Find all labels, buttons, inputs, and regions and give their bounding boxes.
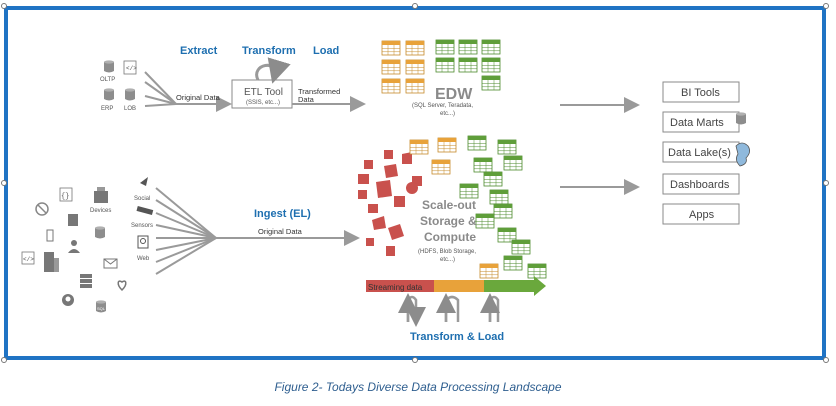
person-icon — [68, 240, 80, 253]
resize-handle-middle-left[interactable] — [1, 180, 7, 186]
source-label-web: Web — [137, 256, 150, 262]
scale-out-line-1: Scale-out — [422, 198, 476, 212]
output-bi-tools: BI Tools — [662, 81, 740, 103]
resize-handle-middle-right[interactable] — [823, 180, 829, 186]
output-label-data-lakes: Data Lake(s) — [668, 147, 731, 159]
diagram-canvas: Extract Transform Load OLTP </> ERP LOB … — [21, 39, 750, 343]
transformed-data-label-1: Transformed — [298, 87, 340, 96]
resize-handle-bottom-center[interactable] — [412, 357, 418, 363]
building-icon — [44, 252, 59, 272]
streaming-bar — [366, 276, 546, 296]
transform-label: Transform — [242, 45, 296, 57]
output-label-bi-tools: BI Tools — [681, 87, 720, 99]
server-icon — [80, 274, 92, 288]
source-label-oltp: OLTP — [100, 77, 115, 83]
raw-data-shapes — [358, 150, 422, 256]
etl-tool-label: ETL Tool — [244, 87, 283, 98]
data-marts-db-icon — [736, 112, 746, 125]
sql-icon: SQL — [96, 300, 106, 313]
etl-tool-sublabel: (SSIS, etc...) — [246, 100, 280, 106]
resize-handle-top-right[interactable] — [823, 3, 829, 9]
resize-handle-bottom-left[interactable] — [1, 357, 7, 363]
edw-sublabel-1: (SQL Server, Teradata, — [412, 103, 473, 109]
original-data-label-top: Original Data — [176, 93, 221, 102]
streaming-data-label: Streaming data — [368, 283, 423, 292]
extract-label: Extract — [180, 45, 218, 57]
resize-handle-bottom-right[interactable] — [823, 357, 829, 363]
output-label-data-marts: Data Marts — [670, 117, 724, 129]
transform-load-arrows — [398, 293, 500, 327]
source-label-erp: ERP — [101, 106, 113, 112]
database-icon-bottom — [95, 226, 105, 239]
output-label-apps: Apps — [689, 209, 715, 221]
sensors-icon — [136, 205, 154, 215]
output-apps: Apps — [662, 203, 740, 225]
source-label-devices: Devices — [90, 208, 111, 214]
lob-db-icon — [125, 88, 135, 101]
phone-icon — [46, 229, 54, 242]
scale-out-sublabel-2: etc...) — [440, 257, 455, 263]
output-label-dashboards: Dashboards — [670, 179, 730, 191]
mail-icon — [103, 258, 118, 269]
blocked-icon — [35, 202, 49, 216]
resize-handle-top-left[interactable] — [1, 3, 7, 9]
oltp-db-icon — [104, 60, 114, 73]
data-lake-icon — [735, 142, 750, 167]
etl-tool-box — [231, 79, 293, 109]
load-label: Load — [313, 45, 339, 57]
code-icon: </> — [123, 60, 137, 75]
source-convergence-lines — [144, 71, 177, 107]
source-label-lob: LOB — [124, 106, 136, 112]
edw-sublabel-2: etc...) — [440, 111, 455, 117]
output-dashboards: Dashboards — [662, 173, 740, 195]
output-data-lakes: Data Lake(s) — [662, 141, 750, 167]
svg-text:{}: {} — [61, 193, 69, 201]
figure-caption: Figure 2- Todays Diverse Data Processing… — [274, 380, 562, 394]
web-icon — [137, 235, 149, 249]
scale-out-sublabel-1: (HDFS, Blob Storage, — [418, 249, 476, 255]
ingest-fan-lines — [155, 187, 217, 275]
transform-loop-arrow — [255, 57, 291, 84]
erp-db-icon — [104, 88, 114, 101]
svg-text:</>: </> — [126, 65, 137, 72]
scale-out-line-3: Compute — [424, 230, 476, 244]
svg-text:</>: </> — [23, 256, 34, 263]
github-icon — [62, 294, 74, 306]
resize-handle-top-center[interactable] — [412, 3, 418, 9]
health-icon — [117, 280, 127, 292]
source-icons-cluster: {} </> Devices SQL Social Sensors Web — [21, 177, 154, 313]
json-icon: {} — [59, 187, 73, 202]
scale-out-line-2: Storage & — [420, 214, 477, 228]
ingest-label: Ingest (EL) — [254, 208, 311, 220]
social-icon — [140, 177, 148, 186]
document-icon — [68, 214, 78, 226]
svg-text:SQL: SQL — [97, 306, 106, 311]
devices-icon — [94, 187, 108, 203]
edw-title: EDW — [435, 86, 473, 103]
original-data-label-bottom: Original Data — [258, 227, 303, 236]
source-label-social: Social — [134, 196, 150, 202]
source-label-sensors: Sensors — [131, 223, 153, 229]
code-icon-bottom: </> — [21, 251, 35, 265]
transform-load-label: Transform & Load — [410, 331, 504, 343]
transformed-data-label-2: Data — [298, 95, 315, 104]
output-data-marts: Data Marts — [662, 111, 746, 133]
